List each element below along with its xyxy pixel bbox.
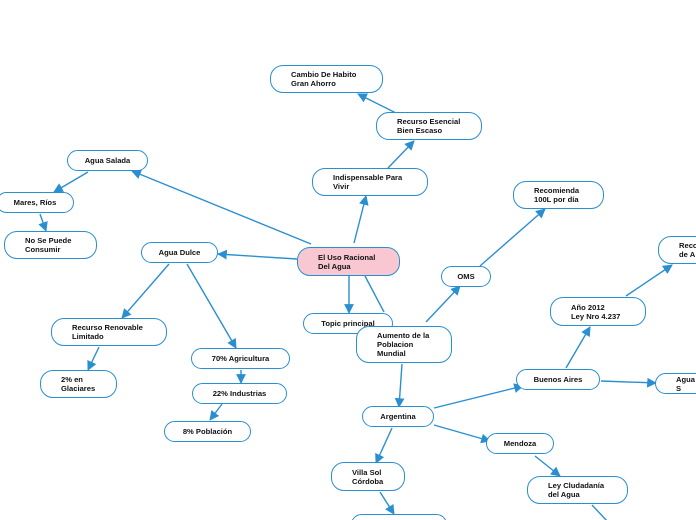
edge-salada-mares: [53, 171, 89, 193]
edge-buenos-aires-agua-s: [600, 377, 657, 388]
edge-aumento-argentina: [394, 363, 405, 408]
edge-root-indispensable: [353, 195, 369, 244]
edge-mares-no-se-puede: [38, 213, 48, 232]
edge-aumento-oms: [425, 285, 461, 323]
node-recurso-renovable[interactable]: Recurso Renovable Limitado: [51, 318, 167, 346]
node-recomienda[interactable]: Recomienda 100L por día: [513, 181, 604, 209]
edge-industrias-poblacion: [209, 403, 223, 421]
edge-ley-below: [591, 504, 608, 520]
edge-argentina-mendoza: [433, 424, 491, 444]
edge-mendoza-ley: [534, 455, 561, 477]
node-below-cut[interactable]: [351, 514, 447, 520]
edge-dulce-renovable: [121, 263, 170, 319]
node-cambio-de-habito[interactable]: Cambio De Habito Gran Ahorro: [270, 65, 383, 93]
node-indispensable[interactable]: Indispensable Para Vivir: [312, 168, 428, 196]
node-agricultura[interactable]: 70% Agricultura: [191, 348, 290, 369]
edge-ano2012-reco: [625, 264, 673, 297]
edge-oms-recomienda: [479, 208, 546, 267]
node-reco-cut[interactable]: Reco de A: [658, 236, 696, 264]
node-recurso-esencial[interactable]: Recurso Esencial Bien Escaso: [376, 112, 482, 140]
node-villa-sol[interactable]: Villa Sol Córdoba: [331, 462, 405, 491]
node-no-se-puede[interactable]: No Se Puede Consumir: [4, 231, 97, 259]
edge-argentina-villa-sol: [375, 427, 393, 464]
node-ley-ciudadania[interactable]: Ley Cludadanía del Agua: [527, 476, 628, 504]
edge-argentina-buenos-aires: [433, 383, 524, 409]
edge-dulce-agricultura: [186, 263, 237, 349]
node-ano-2012[interactable]: Año 2012 Ley Nro 4.237: [550, 297, 646, 326]
node-agua-s-cut[interactable]: Agua S: [655, 373, 696, 394]
node-mares-rios[interactable]: Mares, Ríos: [0, 192, 74, 213]
node-root[interactable]: El Uso Racional Del Agua: [297, 247, 400, 276]
edge-root-agua-salada: [131, 169, 312, 245]
node-glaciares[interactable]: 2% en Glaciares: [40, 370, 117, 398]
node-agua-dulce[interactable]: Agua Dulce: [141, 242, 218, 263]
node-argentina[interactable]: Argentina: [362, 406, 434, 427]
edge-recurso-cambio: [357, 93, 397, 114]
node-industrias[interactable]: 22% Industrias: [192, 383, 287, 404]
node-mendoza[interactable]: Mendoza: [486, 433, 554, 454]
node-aumento-poblacion[interactable]: Aumento de la Poblacion Mundial: [356, 326, 452, 363]
edge-buenos-aires-ano2012: [565, 326, 591, 369]
node-poblacion[interactable]: 8% Población: [164, 421, 251, 442]
edge-renovable-glaciares: [87, 346, 100, 371]
node-agua-salada[interactable]: Agua Salada: [67, 150, 148, 171]
edge-indispensable-recurso: [387, 140, 415, 169]
node-buenos-aires[interactable]: Buenos Aires: [516, 369, 600, 390]
edge-root-aumento: [364, 275, 385, 313]
edge-root-agua-dulce: [217, 249, 298, 260]
edge-villa-sol-below: [379, 491, 395, 515]
node-oms[interactable]: OMS: [441, 266, 491, 287]
